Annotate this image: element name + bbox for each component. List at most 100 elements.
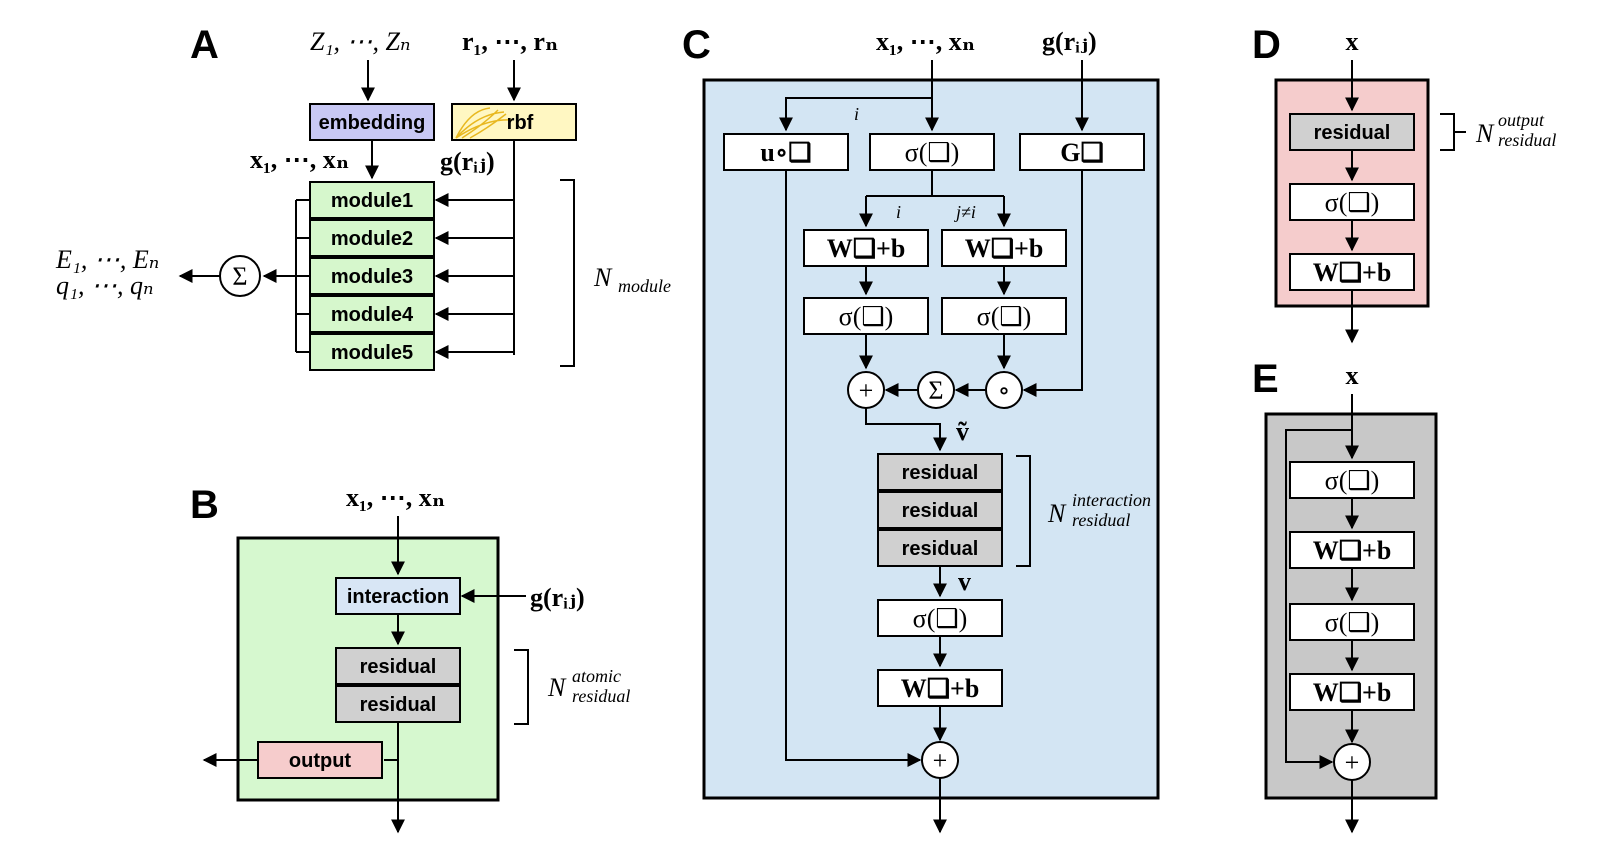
panel-letter-e: E bbox=[1252, 357, 1279, 401]
c-input: x₁, ⋯, xₙ bbox=[876, 27, 975, 56]
module-5: module5 bbox=[331, 342, 413, 364]
c-plus-node-bottom: + bbox=[921, 741, 959, 779]
e-plus-symbol: + bbox=[1345, 748, 1360, 777]
c-sum-node: Σ bbox=[917, 371, 955, 409]
n-module-label: N bbox=[593, 263, 613, 292]
c-G-box: G❑ bbox=[1019, 133, 1145, 171]
c-n-label: N bbox=[1047, 499, 1067, 528]
d-sigma-box: σ(❑) bbox=[1289, 183, 1415, 221]
c-W-box-bottom: W❑+b bbox=[877, 669, 1003, 707]
panel-letter-c: C bbox=[682, 23, 711, 67]
c-sigma-box-bottom: σ(❑) bbox=[877, 599, 1003, 637]
b-g-rij: g(rᵢⱼ) bbox=[530, 583, 585, 612]
c-u-box: u∘❑ bbox=[723, 133, 849, 171]
panel-e: E x σ(❑) W❑+b σ(❑) W❑+b + bbox=[1252, 357, 1438, 834]
module-3: module3 bbox=[331, 266, 413, 288]
e-input: x bbox=[1346, 361, 1359, 390]
e-W-2-label: W❑+b bbox=[1313, 678, 1392, 707]
c-circ-node: ∘ bbox=[985, 371, 1023, 409]
panel-d: D x residual σ(❑) W❑+b N output residual bbox=[1252, 23, 1556, 344]
c-i-label-2: i bbox=[896, 202, 901, 222]
panel-c: C x₁, ⋯, xₙ g(rᵢⱼ) i u∘❑ σ(❑) G❑ i j≠i W… bbox=[682, 23, 1160, 834]
c-plus-bottom-symbol: + bbox=[933, 746, 948, 775]
panel-letter-b: B bbox=[190, 483, 219, 527]
e-sigma-1-label: σ(❑) bbox=[1325, 466, 1380, 495]
b-residual-2: residual bbox=[360, 694, 437, 716]
module-1: module1 bbox=[331, 190, 413, 212]
rbf-block: rbf bbox=[451, 103, 577, 141]
c-u-label: u∘❑ bbox=[760, 138, 811, 167]
interaction-block: interaction bbox=[335, 577, 461, 615]
panel-letter-d: D bbox=[1252, 23, 1281, 67]
e-W-1-label: W❑+b bbox=[1313, 536, 1392, 565]
module-4: module4 bbox=[331, 304, 414, 326]
panel-a: A Z₁, ⋯, Zₙ r₁, ⋯, rₙ embedding rbf x₁, … bbox=[55, 23, 671, 371]
rbf-label: rbf bbox=[507, 112, 534, 134]
b-residual-1: residual bbox=[360, 656, 437, 678]
e-plus-node: + bbox=[1333, 743, 1371, 781]
b-n-sup: atomic bbox=[572, 666, 621, 686]
b-n-sub: residual bbox=[572, 686, 630, 706]
c-v-tilde: ṽ bbox=[956, 417, 969, 446]
d-residual-block: residual bbox=[1289, 113, 1415, 151]
module-stack: module1 module2 module3 module4 module5 bbox=[309, 181, 435, 371]
panel-b: B x₁, ⋯, xₙ interaction g(rᵢⱼ) residual … bbox=[190, 483, 630, 834]
embedding-label: embedding bbox=[319, 112, 426, 134]
e-sigma-box-1: σ(❑) bbox=[1289, 461, 1415, 499]
c-sigma-left-label: σ(❑) bbox=[839, 302, 894, 331]
c-W-box-right: W❑+b bbox=[941, 229, 1067, 267]
c-W-right-label: W❑+b bbox=[965, 234, 1044, 263]
d-n-label: N bbox=[1475, 119, 1495, 148]
c-G-label: G❑ bbox=[1060, 138, 1104, 167]
g-rij-label: g(rᵢⱼ) bbox=[440, 147, 495, 176]
d-input: x bbox=[1346, 27, 1359, 56]
c-residual-3: residual bbox=[902, 538, 979, 560]
c-residual-2: residual bbox=[902, 500, 979, 522]
c-sigma-box-right: σ(❑) bbox=[941, 297, 1067, 335]
c-plus-symbol: + bbox=[859, 376, 874, 405]
output-label: output bbox=[289, 750, 352, 772]
c-sigma-bottom-label: σ(❑) bbox=[913, 604, 968, 633]
c-sigma-right-label: σ(❑) bbox=[977, 302, 1032, 331]
b-residual-stack: residual residual bbox=[335, 647, 461, 723]
d-W-label: W❑+b bbox=[1313, 258, 1392, 287]
c-residual-1: residual bbox=[902, 462, 979, 484]
sum-node-a: Σ bbox=[219, 255, 261, 297]
d-sigma-label: σ(❑) bbox=[1325, 188, 1380, 217]
output-block: output bbox=[257, 741, 383, 779]
c-residual-stack: residual residual residual bbox=[877, 453, 1003, 567]
c-sigma-box-top: σ(❑) bbox=[869, 133, 995, 171]
positions-input: r₁, ⋯, rₙ bbox=[462, 27, 558, 56]
b-n-label: N bbox=[547, 673, 567, 702]
panel-letter-a: A bbox=[190, 23, 219, 67]
energies-output: E₁, ⋯, Eₙ bbox=[55, 245, 159, 274]
d-n-sup: output bbox=[1498, 110, 1545, 130]
c-circ-symbol: ∘ bbox=[998, 376, 1011, 405]
c-i-label: i bbox=[854, 104, 859, 124]
c-n-sub: residual bbox=[1072, 510, 1130, 530]
b-input: x₁, ⋯, xₙ bbox=[346, 483, 445, 512]
c-plus-node: + bbox=[847, 371, 885, 409]
d-W-box: W❑+b bbox=[1289, 253, 1415, 291]
charges-output: q₁, ⋯, qₙ bbox=[56, 271, 154, 300]
c-W-left-label: W❑+b bbox=[827, 234, 906, 263]
embedding-block: embedding bbox=[309, 103, 435, 141]
c-g-rij: g(rᵢⱼ) bbox=[1042, 27, 1097, 56]
d-residual-label: residual bbox=[1314, 122, 1391, 144]
sum-symbol: Σ bbox=[232, 262, 247, 291]
c-v: v bbox=[958, 567, 971, 596]
atomic-numbers-input: Z₁, ⋯, Zₙ bbox=[310, 27, 411, 56]
c-W-box-left: W❑+b bbox=[803, 229, 929, 267]
c-W-bottom-label: W❑+b bbox=[901, 674, 980, 703]
module-2: module2 bbox=[331, 228, 413, 250]
interaction-label: interaction bbox=[347, 586, 449, 608]
c-sigma-box-left: σ(❑) bbox=[803, 297, 929, 335]
e-W-box-1: W❑+b bbox=[1289, 531, 1415, 569]
features-label: x₁, ⋯, xₙ bbox=[250, 145, 349, 174]
e-sigma-box-2: σ(❑) bbox=[1289, 603, 1415, 641]
d-n-sub: residual bbox=[1498, 130, 1556, 150]
e-sigma-2-label: σ(❑) bbox=[1325, 608, 1380, 637]
e-W-box-2: W❑+b bbox=[1289, 673, 1415, 711]
n-module-sub: module bbox=[618, 276, 671, 296]
